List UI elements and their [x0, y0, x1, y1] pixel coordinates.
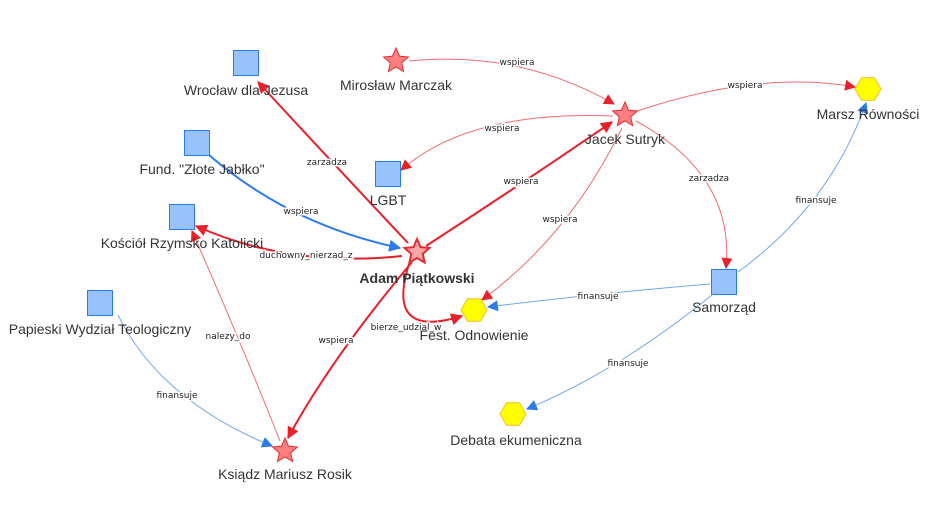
node-label: Fund. "Złote Jabłko"	[139, 161, 264, 177]
node-label: Ksiądz Mariusz Rosik	[218, 466, 353, 482]
edge-label: wspiera	[499, 58, 534, 68]
star-icon[interactable]	[611, 100, 639, 127]
edge-sutryk-lgbt[interactable]	[400, 115, 614, 171]
node-piatkowski[interactable]: Adam Piątkowski	[359, 236, 475, 286]
star-icon[interactable]	[402, 236, 432, 265]
node-label: Wrocław dla Jezusa	[184, 82, 308, 98]
edge-label: zarzadza	[307, 158, 347, 168]
square-icon[interactable]	[375, 161, 401, 187]
edge-rosik-kosciol[interactable]	[190, 229, 281, 442]
node-debata[interactable]: Debata ekumeniczna	[450, 402, 582, 448]
edge-label: finansuje	[795, 196, 836, 206]
star-icon[interactable]	[382, 46, 410, 73]
edge-label: wspiera	[484, 124, 519, 134]
node-label: Debata ekumeniczna	[450, 432, 582, 448]
edge-samorzad-marsz[interactable]	[737, 101, 868, 273]
star-icon[interactable]	[271, 436, 299, 463]
edge-label: wspiera	[318, 336, 353, 346]
edge-sutryk-marsz[interactable]	[636, 79, 857, 112]
edge-marczak-sutryk[interactable]	[408, 58, 615, 105]
node-samorzad[interactable]: Samorząd	[692, 269, 756, 316]
node-marsz[interactable]: Marsz Równości	[817, 77, 920, 122]
square-icon[interactable]	[711, 269, 737, 295]
node-label: LGBT	[370, 192, 407, 208]
edge-label: duchowny_nierzad_z	[259, 251, 352, 261]
node-label: Mirosław Marczak	[340, 77, 453, 93]
square-icon[interactable]	[184, 130, 210, 156]
node-rosik[interactable]: Ksiądz Mariusz Rosik	[218, 436, 353, 482]
edge-label: bierze_udzial_w	[371, 323, 442, 333]
edge-label: finansuje	[607, 359, 648, 369]
edge-samorzad-festiwal[interactable]	[486, 283, 711, 312]
node-label: Papieski Wydział Teologiczny	[9, 321, 191, 337]
nodes-layer: Wrocław dla Jezusa Mirosław MarczakFund. …	[9, 46, 920, 482]
node-sutryk[interactable]: Jacek Sutryk	[585, 100, 666, 147]
edge-piatkowski-rosik[interactable]	[287, 261, 413, 440]
edge-zlote-piatkowski[interactable]	[208, 154, 402, 252]
node-lgbt[interactable]: LGBT	[370, 161, 407, 209]
edge-piatkowski-sutryk[interactable]	[425, 121, 613, 247]
square-icon[interactable]	[233, 50, 259, 76]
node-label: Fest. Odnowienie	[420, 327, 529, 343]
square-icon[interactable]	[169, 204, 195, 230]
hexagon-icon[interactable]	[854, 77, 882, 101]
node-label: Jacek Sutryk	[585, 131, 666, 147]
edge-sutryk-samorzad[interactable]	[635, 120, 733, 270]
hexagon-icon[interactable]	[499, 402, 527, 426]
edge-label: finansuje	[577, 292, 618, 302]
node-marczak[interactable]: Mirosław Marczak	[340, 46, 453, 93]
edge-label: wspiera	[542, 215, 577, 225]
hexagon-icon[interactable]	[460, 298, 488, 322]
node-label: Marsz Równości	[817, 106, 920, 122]
edge-samorzad-debata[interactable]	[525, 294, 713, 411]
node-label: Kościół Rzymsko Katolicki	[101, 235, 264, 251]
node-festiwal[interactable]: Fest. Odnowienie	[420, 298, 529, 343]
node-papieski[interactable]: Papieski Wydział Teologiczny	[9, 290, 191, 338]
edge-label: finansuje	[156, 391, 197, 401]
edge-piatkowski-wroclaw[interactable]	[257, 81, 409, 244]
edge-label: wspiera	[727, 81, 762, 91]
edge-label: nalezy_do	[205, 332, 251, 342]
node-kosciol[interactable]: Kościół Rzymsko Katolicki	[101, 204, 264, 252]
edge-sutryk-festiwal[interactable]	[481, 127, 623, 301]
edge-label: zarzadza	[689, 174, 729, 184]
edge-label: wspiera	[503, 177, 538, 187]
edge-label: wspiera	[283, 207, 318, 217]
edge-piatkowski-kosciol[interactable]	[194, 224, 403, 260]
node-zlote[interactable]: Fund. "Złote Jabłko"	[139, 130, 265, 178]
edge-labels-layer: zarzadzawspieraduchowny_nierzad_zwspiera…	[155, 57, 838, 403]
edge-papieski-rosik[interactable]	[117, 314, 274, 448]
square-icon[interactable]	[87, 290, 113, 316]
node-label: Samorząd	[692, 299, 756, 315]
edges-layer	[117, 58, 868, 448]
edge-piatkowski-festiwal[interactable]	[402, 263, 464, 325]
node-label: Adam Piątkowski	[359, 270, 474, 286]
node-wroclaw[interactable]: Wrocław dla Jezusa	[184, 50, 308, 99]
